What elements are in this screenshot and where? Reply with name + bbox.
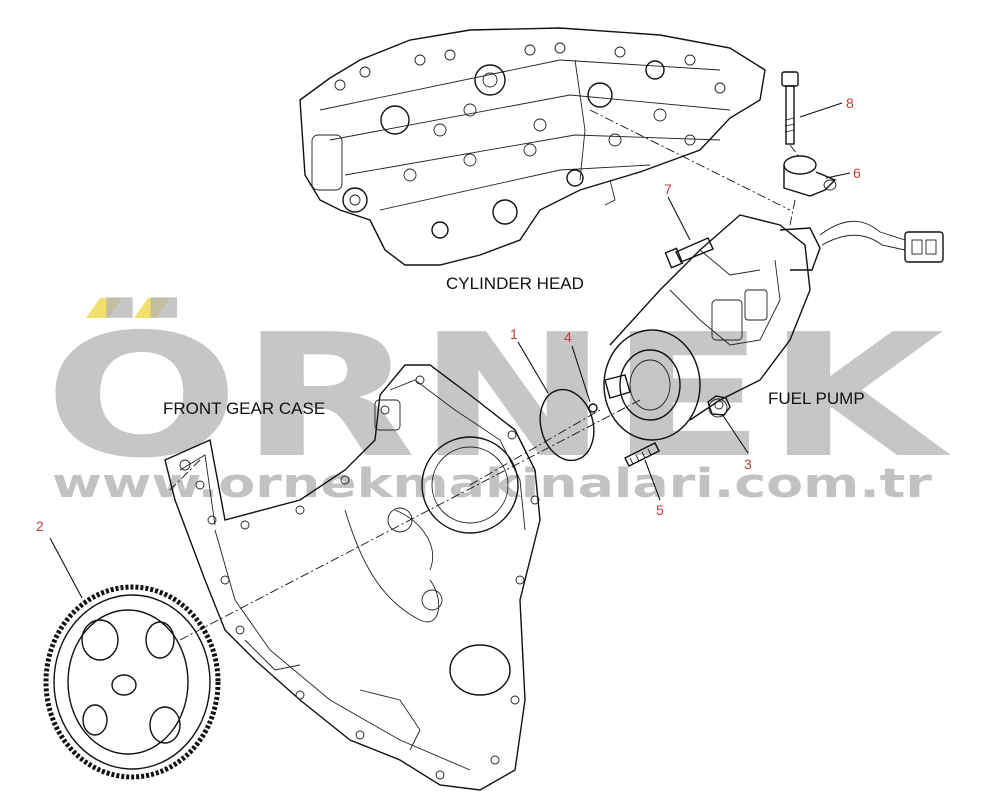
bracket [783, 155, 837, 197]
watermark: ÖRNEK www.ornekmakinalari.com.tr [44, 297, 951, 507]
leader-line-5 [644, 459, 661, 501]
label-fuel-pump: FUEL PUMP [768, 389, 865, 408]
callouts: 1 2 3 4 5 6 7 8 [36, 95, 861, 534]
label-front-gear-case: FRONT GEAR CASE [163, 399, 325, 418]
leader-line-8 [799, 102, 843, 118]
o-ring [539, 388, 595, 462]
callout-5: 5 [656, 502, 664, 518]
callout-2: 2 [36, 518, 44, 534]
label-cylinder-head: CYLINDER HEAD [446, 274, 584, 293]
callout-7: 7 [664, 181, 672, 197]
front-gear-case [164, 364, 541, 791]
long-bolt [781, 71, 799, 145]
callout-8: 8 [846, 95, 854, 111]
washer [588, 403, 598, 413]
callout-1: 1 [510, 326, 518, 342]
drive-gear [43, 584, 221, 780]
leader-line-6 [825, 172, 851, 179]
watermark-accent-mark [86, 298, 122, 318]
fuel-pump [603, 214, 944, 441]
watermark-url: www.ornekmakinalari.com.tr [52, 461, 932, 507]
leader-line-1 [517, 341, 549, 394]
watermark-brand: ÖRNEK [44, 297, 951, 496]
leader-lines [49, 102, 851, 599]
callout-6: 6 [853, 165, 861, 181]
watermark-accent-mark [134, 298, 170, 318]
leader-line-7 [667, 196, 691, 241]
leader-line-2 [49, 537, 83, 599]
nut [707, 395, 731, 416]
stud [624, 442, 660, 467]
small-parts [539, 71, 837, 467]
leader-line-4 [571, 345, 591, 403]
callout-3: 3 [744, 456, 752, 472]
assembly-lines [169, 109, 801, 641]
callout-4: 4 [564, 329, 572, 345]
leader-line-3 [721, 413, 749, 454]
cylinder-head [299, 27, 766, 266]
pump-bolt [664, 237, 714, 269]
